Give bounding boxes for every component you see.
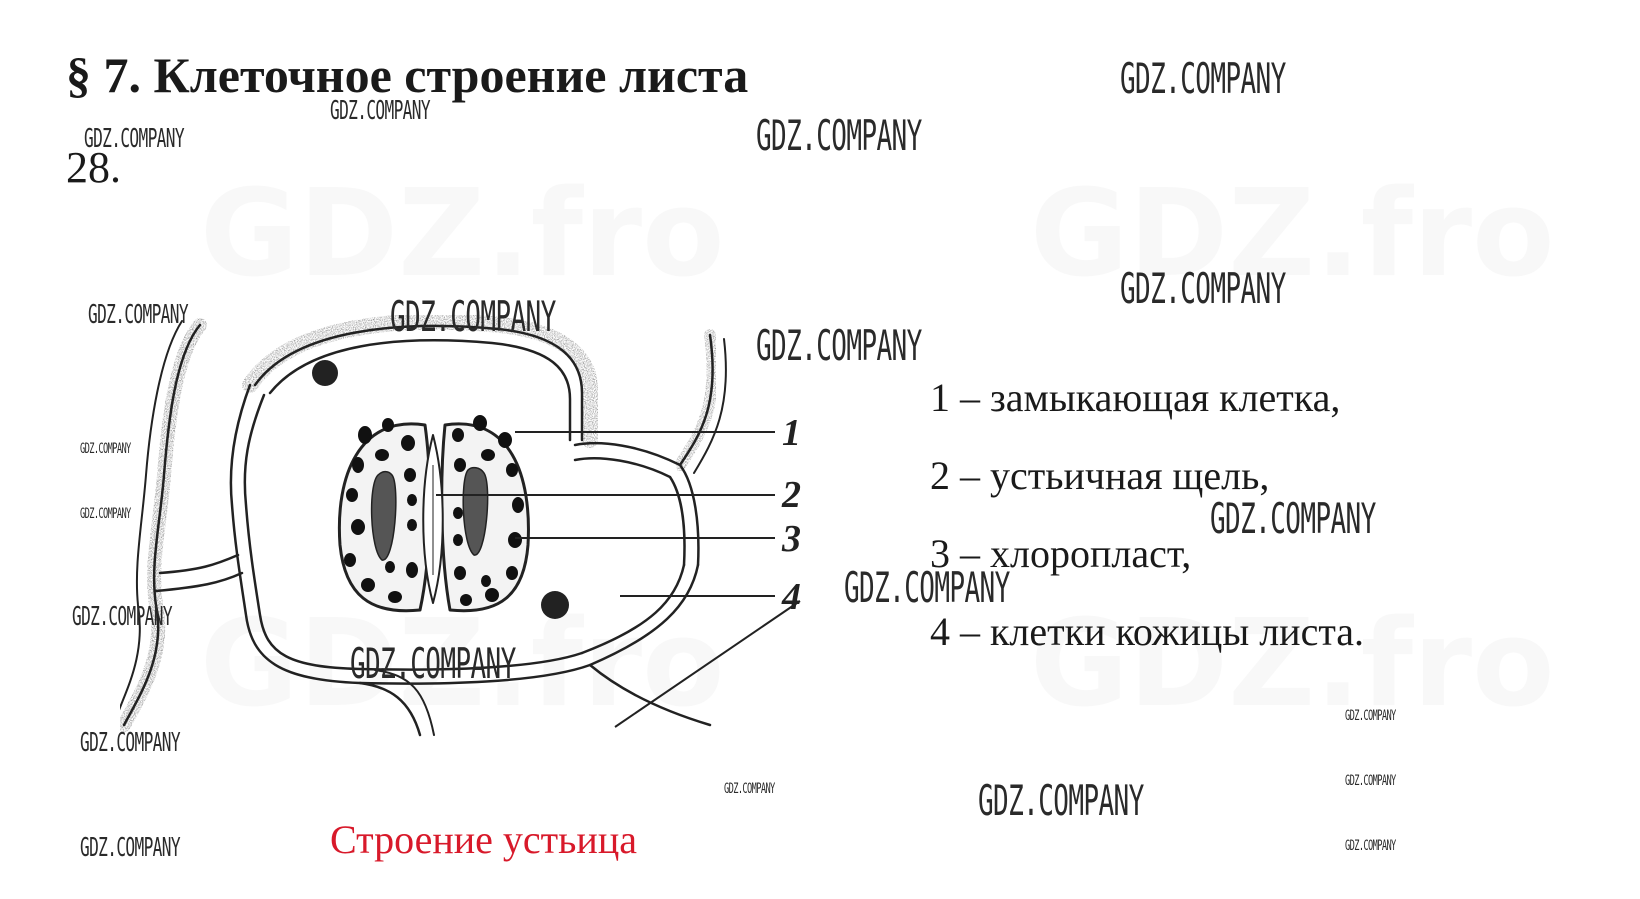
label-2: 2 (781, 474, 801, 516)
stomata-diagram: 1 2 3 4 (120, 315, 801, 737)
watermark: GDZ.COMPANY (80, 728, 181, 758)
watermark: GDZ.COMPANY (390, 292, 556, 341)
watermark: GDZ.COMPANY (80, 833, 181, 863)
legend-item: 3 – хлоропласт, (930, 531, 1192, 576)
chloroplasts (344, 415, 524, 606)
cell-nuclei (312, 360, 569, 619)
legend-item: 1 – замыкающая клетка, (930, 375, 1341, 420)
task-number: 28. (66, 143, 121, 192)
watermark: GDZ.COMPANY (1345, 773, 1396, 789)
ghost-watermark: GDZ.fro (1030, 175, 1555, 295)
guard-cell-nucleus (462, 466, 489, 556)
watermark: GDZ.COMPANY (724, 781, 775, 797)
ghost-watermark: GDZ.fro (200, 175, 725, 295)
watermark: GDZ.COMPANY (88, 300, 189, 330)
guard-cell-nucleus (370, 470, 397, 561)
watermark: GDZ.COMPANY (978, 776, 1144, 825)
watermark: GDZ.COMPANY (72, 602, 173, 632)
guard-cell-pair (337, 415, 530, 613)
leader-lines (436, 431, 801, 728)
page-title: § 7. Клеточное строение листа (66, 47, 749, 103)
diagram-labels: 1 2 3 4 (781, 412, 801, 618)
label-3: 3 (781, 518, 801, 560)
diagram-caption: Строение устьица (330, 817, 637, 862)
watermark: GDZ.COMPANY (756, 321, 922, 370)
watermark: GDZ.COMPANY (80, 441, 131, 457)
legend-item: 2 – устьичная щель, (930, 453, 1270, 498)
label-4: 4 (781, 576, 801, 618)
legend-list: 1 – замыкающая клетка, 2 – устьичная щел… (930, 378, 1364, 690)
legend-item: 4 – клетки кожицы листа. (930, 609, 1365, 654)
watermark: GDZ.COMPANY (84, 124, 185, 154)
watermark: GDZ.COMPANY (80, 506, 131, 522)
watermark: GDZ.COMPANY (1345, 708, 1396, 724)
label-1: 1 (782, 412, 801, 454)
watermark: GDZ.COMPANY (1120, 264, 1286, 313)
watermark: GDZ.COMPANY (1345, 838, 1396, 854)
watermark: GDZ.COMPANY (1120, 54, 1286, 103)
watermark: GDZ.COMPANY (756, 111, 922, 160)
watermark: GDZ.COMPANY (350, 639, 516, 688)
watermark: GDZ.COMPANY (844, 563, 1010, 612)
epidermis-cell-walls (120, 315, 727, 737)
watermark: GDZ.COMPANY (330, 96, 431, 126)
watermark: GDZ.COMPANY (1210, 494, 1376, 543)
